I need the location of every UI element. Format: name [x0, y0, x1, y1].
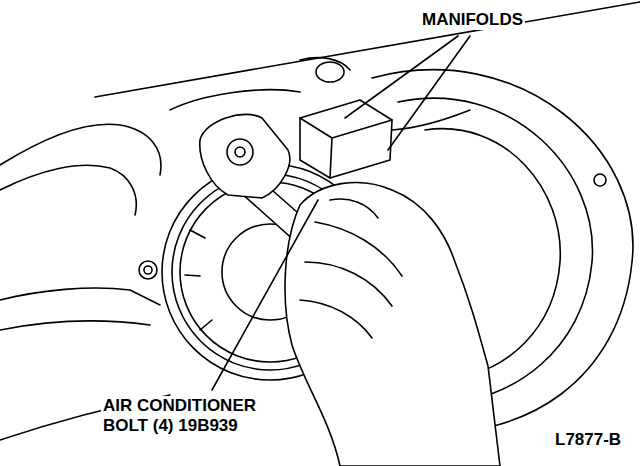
leader-line: [388, 36, 470, 150]
left-bracket: [0, 321, 150, 330]
left-hose: [0, 165, 136, 215]
leader-line: [212, 200, 318, 390]
view-cut-line: [95, 2, 640, 97]
wrench-head: [200, 114, 290, 198]
housing-stud: [594, 174, 606, 186]
manifold-edge: [300, 118, 392, 178]
hand-outline: [285, 183, 500, 466]
figure-number: L7877-B: [553, 430, 623, 450]
pulley-rib: [185, 230, 212, 330]
upper-bracket: [170, 58, 350, 110]
hand: [285, 183, 500, 466]
wrench-socket: [235, 147, 245, 157]
finger-line: [305, 262, 392, 306]
left-hose: [0, 124, 161, 175]
part-label: MANIFOLDS: [420, 10, 525, 30]
wrench-socket: [227, 139, 253, 165]
finger-line: [300, 300, 372, 338]
bolt-head: [144, 266, 152, 274]
manifold-block: [300, 100, 470, 178]
bolt-head: [139, 261, 157, 279]
thumb-line: [330, 199, 378, 218]
leader-lines: [212, 36, 470, 390]
left-bracket: [0, 288, 160, 305]
finger-line: [315, 222, 402, 276]
upper-fitting: [316, 62, 344, 82]
part-label: AIR CONDITIONER BOLT (4) 19B939: [101, 396, 293, 435]
manifold-body: [300, 100, 392, 178]
